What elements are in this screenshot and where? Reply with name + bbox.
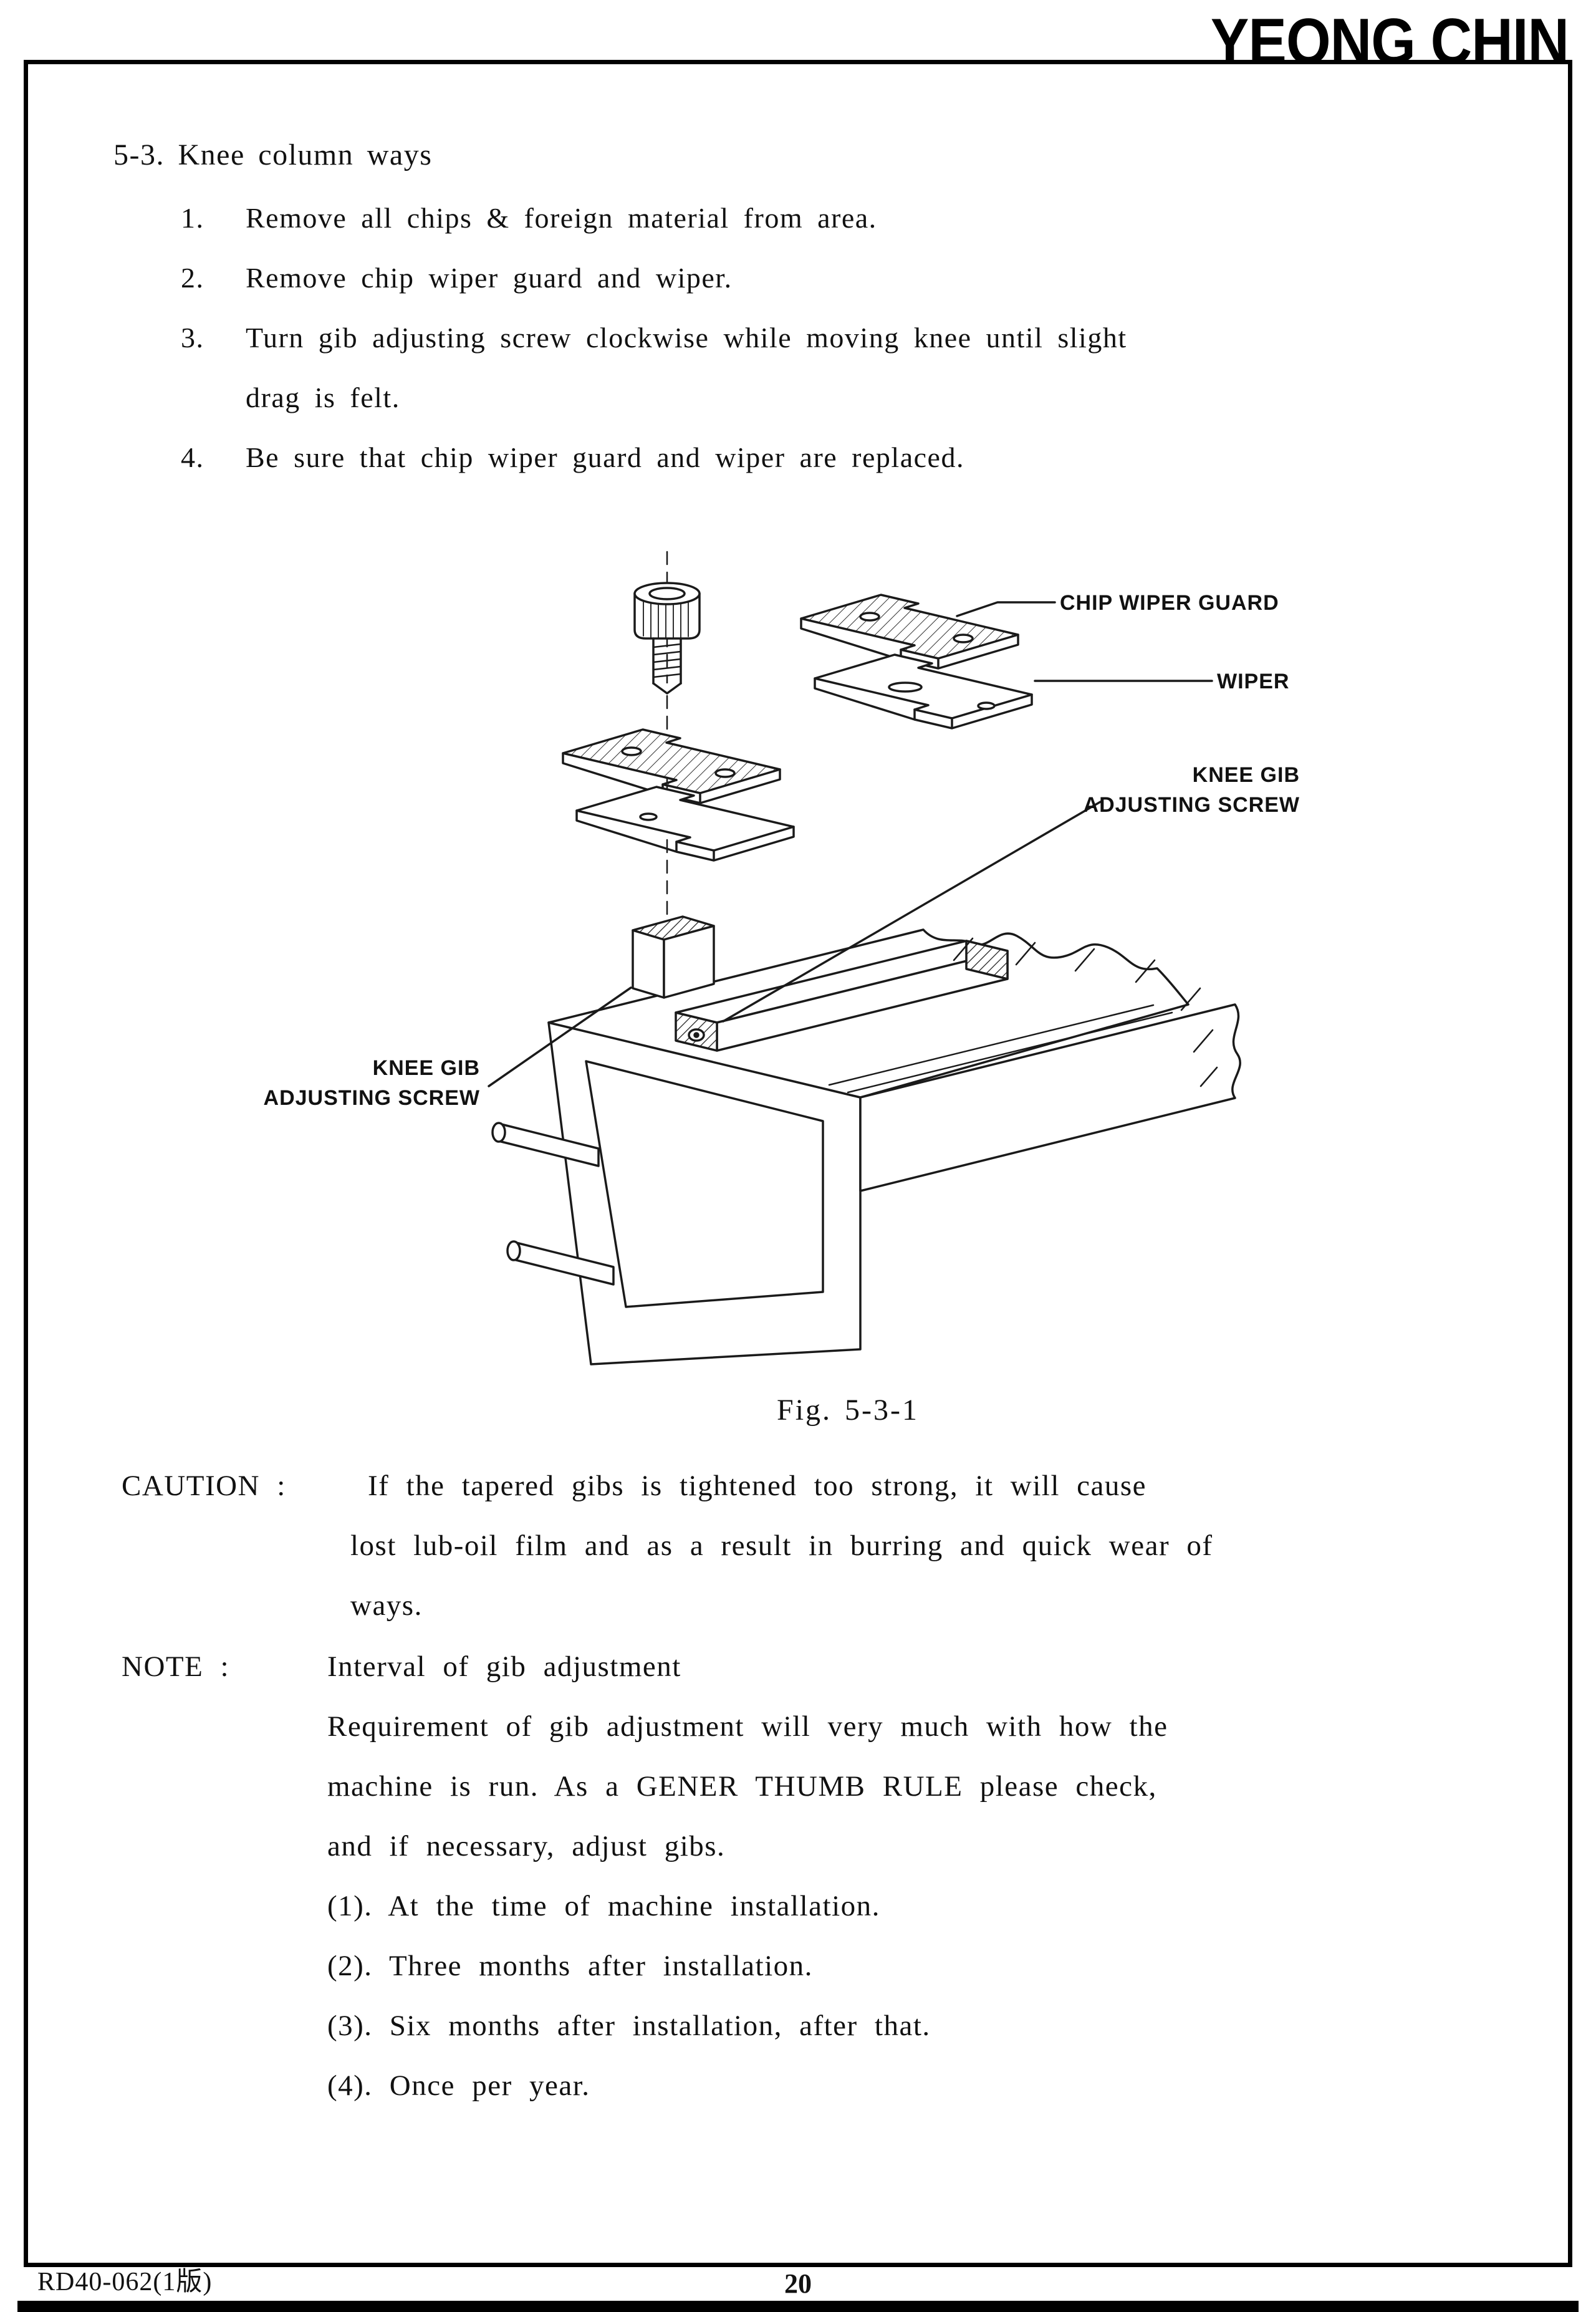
label-knee-gib-right-1: KNEE GIB bbox=[1193, 763, 1300, 787]
step-number: 1. bbox=[181, 202, 204, 234]
step-text: Be sure that chip wiper guard and wiper … bbox=[246, 441, 964, 473]
step-number: 3. bbox=[181, 322, 204, 354]
label-knee-gib-right-2: ADJUSTING SCREW bbox=[1084, 793, 1300, 817]
caution-text: If the tapered gibs is tightened too str… bbox=[368, 1470, 1147, 1502]
note-label: NOTE : bbox=[122, 1650, 230, 1683]
figure-diagram: CHIP WIPER GUARD WIPER KNEE GIB ADJUSTIN… bbox=[264, 551, 1300, 1366]
note-text: (4). Once per year. bbox=[327, 2069, 590, 2102]
note-text: and if necessary, adjust gibs. bbox=[327, 1830, 726, 1862]
cap-screw-drawing bbox=[633, 582, 701, 695]
note-block: NOTE : Interval of gib adjustment Require… bbox=[122, 1637, 1568, 2116]
label-knee-gib-left-1: KNEE GIB bbox=[373, 1056, 480, 1080]
caution-row: CAUTION : If the tapered gibs is tightene… bbox=[122, 1456, 1568, 1516]
left-wiper-plate bbox=[575, 786, 795, 862]
note-text: Requirement of gib adjustment will very … bbox=[327, 1710, 1168, 1743]
figure-leader-lines bbox=[488, 601, 1213, 1087]
step-list: 1. Remove all chips & foreign material f… bbox=[181, 188, 1568, 488]
step-text: Remove chip wiper guard and wiper. bbox=[246, 262, 733, 294]
step-text: Turn gib adjusting screw clockwise while… bbox=[246, 308, 1568, 428]
note-row: NOTE : Interval of gib adjustment bbox=[122, 1637, 1568, 1697]
document-code: RD40-062(1版) bbox=[37, 2268, 213, 2296]
step-text: Remove all chips & foreign material from… bbox=[246, 202, 877, 234]
note-text: (3). Six months after installation, afte… bbox=[327, 2010, 931, 2042]
step-text-line: Turn gib adjusting screw clockwise while… bbox=[246, 322, 1127, 354]
knee-body-drawing bbox=[491, 915, 1241, 1366]
step-item: 4. Be sure that chip wiper guard and wip… bbox=[181, 428, 1568, 488]
chip-wiper-guard-plate bbox=[800, 594, 1019, 670]
caution-text: ways. bbox=[350, 1589, 423, 1622]
figure-block: CHIP WIPER GUARD WIPER KNEE GIB ADJUSTIN… bbox=[28, 524, 1568, 1427]
note-intro: Interval of gib adjustment bbox=[327, 1650, 681, 1683]
note-text: (1). At the time of machine installation… bbox=[327, 1890, 880, 1922]
bottom-rule bbox=[17, 2301, 1579, 2312]
caution-label: CAUTION : bbox=[122, 1470, 286, 1502]
section-title: 5-3. Knee column ways bbox=[113, 138, 433, 171]
step-number: 2. bbox=[181, 262, 204, 294]
step-item: 1. Remove all chips & foreign material f… bbox=[181, 188, 1568, 248]
step-number: 4. bbox=[181, 441, 204, 473]
step-text-line: drag is felt. bbox=[246, 382, 400, 413]
caution-text: lost lub-oil film and as a result in bur… bbox=[350, 1529, 1213, 1562]
label-chip-wiper-guard: CHIP WIPER GUARD bbox=[1060, 591, 1279, 615]
wiper-plate bbox=[814, 653, 1033, 730]
page-number: 20 bbox=[784, 2268, 812, 2299]
step-item: 3. Turn gib adjusting screw clockwise wh… bbox=[181, 308, 1568, 428]
step-item: 2. Remove chip wiper guard and wiper. bbox=[181, 248, 1568, 308]
figure-caption: Fig. 5-3-1 bbox=[777, 1394, 919, 1427]
label-wiper: WIPER bbox=[1217, 670, 1289, 693]
caution-block: CAUTION : If the tapered gibs is tightene… bbox=[122, 1456, 1568, 1635]
content-frame: 5-3. Knee column ways 1. Remove all chip… bbox=[24, 60, 1572, 2267]
note-text: (2). Three months after installation. bbox=[327, 1950, 813, 1982]
label-knee-gib-left-2: ADJUSTING SCREW bbox=[264, 1086, 480, 1110]
note-text: machine is run. As a GENER THUMB RULE pl… bbox=[327, 1770, 1157, 1803]
left-guard-plate bbox=[562, 728, 781, 804]
